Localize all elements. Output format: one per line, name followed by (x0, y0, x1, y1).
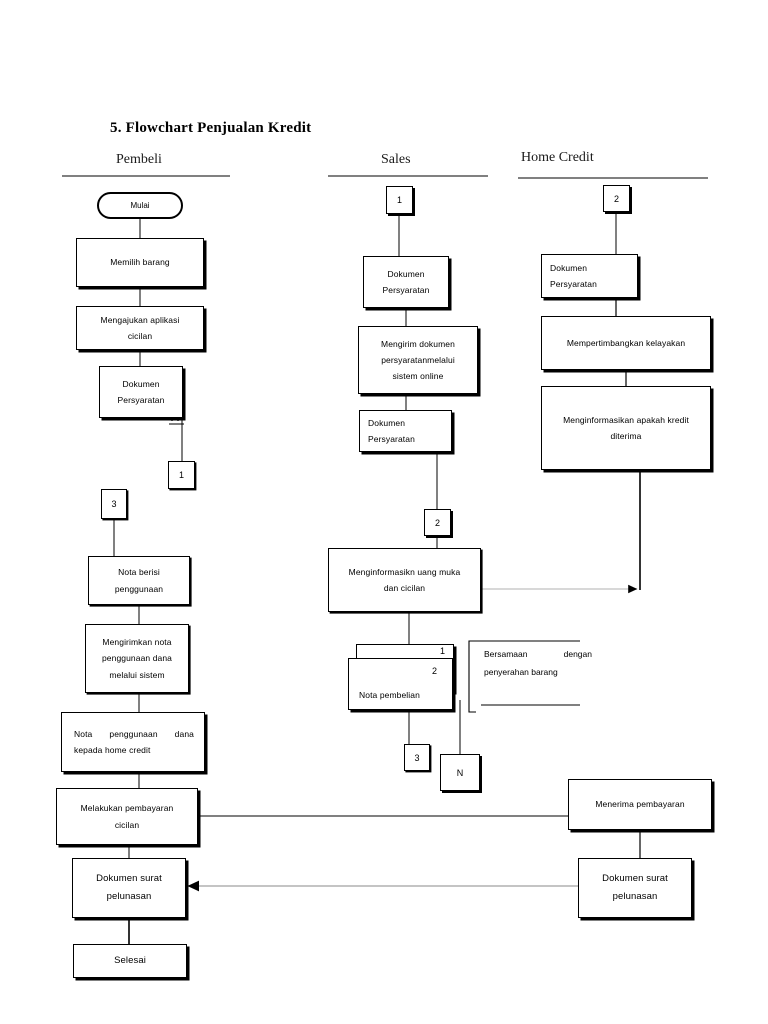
node-dokumen-persyaratan-pembeli[interactable]: Dokumen Persyaratan (99, 366, 183, 418)
note-bracket (468, 640, 476, 713)
annotation-line1: Bersamaan dengan (484, 646, 592, 664)
connector-n-sales[interactable]: N (440, 754, 480, 791)
node-mulai-label: Mulai (130, 201, 150, 210)
node-melakukan-pembayaran-cicilan[interactable]: Melakukan pembayaran cicilan (56, 788, 198, 845)
node-nota-pembelian-label: Nota pembelian (359, 689, 420, 700)
annotation-word1: Bersamaan (484, 649, 528, 659)
node-menerima-pembayaran-label: Menerima pembayaran (595, 799, 685, 810)
node-nota-kepada-word1: Nota (74, 728, 93, 739)
node-menginformasikn-line2: dan cicilan (383, 583, 426, 593)
node-mengirimkan-line1: Mengirimkan nota (102, 637, 172, 648)
node-melakukan-line2: cicilan (114, 819, 140, 830)
node-selesai[interactable]: Selesai (73, 944, 187, 978)
node-mengajukan-line1: Mengajukan aplikasi (100, 314, 180, 325)
node-mempertimbangkan-kelayakan[interactable]: Mempertimbangkan kelayakan (541, 316, 711, 370)
page-title: 5. Flowchart Penjualan Kredit (110, 120, 312, 136)
node-nota-kepada-line1: Nota penggunaan dana (74, 726, 194, 742)
node-mengajukan-aplikasi-cicilan[interactable]: Mengajukan aplikasi cicilan (76, 306, 204, 350)
connector-2-sales-label: 2 (434, 517, 440, 528)
node-memilih-barang[interactable]: Memilih barang (76, 238, 204, 287)
node-memilih-barang-label: Memilih barang (110, 257, 170, 268)
column-header-home-credit: Home Credit (521, 150, 594, 165)
nota-pembelian-sheet-2-number: 2 (432, 666, 438, 676)
node-nota-berisi-penggunaan[interactable]: Nota berisi penggunaan (88, 556, 190, 605)
node-nota-kepada-word2: penggunaan (109, 728, 158, 739)
node-mengirim-line3: sistem online (392, 371, 444, 382)
node-dokumen-hc-line2: Persyaratan (550, 279, 597, 289)
node-nota-pembelian[interactable]: Nota pembelian (348, 658, 453, 710)
node-selesai-label: Selesai (114, 954, 146, 966)
node-dokumen-pembeli-line2: Persyaratan (117, 395, 165, 405)
column-header-sales: Sales (381, 152, 411, 167)
node-menerima-pembayaran[interactable]: Menerima pembayaran (568, 779, 712, 830)
annotation-bersamaan-penyerahan-barang: Bersamaan dengan penyerahan barang (476, 641, 592, 705)
annotation-word2: dengan (563, 649, 592, 659)
node-dokumen-surat-pembeli-line2: pelunasan (106, 891, 152, 902)
node-mengirim-line2: persyaratanmelalui (381, 354, 455, 365)
connector-3-sales-label: 3 (414, 752, 420, 763)
node-dokumen-sales-line2: Persyaratan (382, 285, 430, 295)
node-mempertimbangkan-label: Mempertimbangkan kelayakan (566, 337, 686, 348)
connector-1-sales-label: 1 (396, 195, 402, 205)
node-melakukan-line1: Melakukan pembayaran (80, 803, 174, 814)
annotation-line2: penyerahan barang (484, 666, 558, 677)
node-dokumen-pembeli-line1: Dokumen (122, 378, 160, 389)
connector-2-home-credit-label: 2 (613, 193, 619, 204)
node-mengirimkan-line2: penggunaan dana (101, 653, 173, 664)
node-nota-berisi-line1: Nota berisi (118, 567, 160, 578)
connector-1-pembeli-label: 1 (178, 470, 184, 480)
connector-3-pembeli-label: 3 (111, 499, 117, 509)
node-menginformasikn-uang-muka[interactable]: Menginformasikn uang muka dan cicilan (328, 548, 481, 612)
connector-3-sales[interactable]: 3 (404, 744, 430, 771)
node-dokumen-persyaratan-home-credit[interactable]: Dokumen Persyaratan (541, 254, 638, 298)
node-menginformasikan-line2: diterima (610, 431, 642, 441)
connector-2-home-credit[interactable]: 2 (603, 185, 630, 212)
node-menginformasikan-apakah-kredit-diterima[interactable]: Menginformasikan apakah kredit diterima (541, 386, 711, 470)
column-header-pembeli: Pembeli (116, 152, 162, 167)
connector-3-pembeli[interactable]: 3 (101, 489, 127, 519)
node-mengajukan-line2: cicilan (127, 331, 153, 341)
connector-1-sales[interactable]: 1 (386, 186, 413, 214)
node-mulai[interactable]: Mulai (97, 192, 183, 219)
node-menginformasikn-line1: Menginformasikn uang muka (348, 566, 461, 577)
node-dokumen-sales2-line1: Dokumen (368, 417, 406, 428)
node-mengirimkan-line3: melalui sistem (109, 669, 165, 680)
node-nota-penggunaan-dana-home-credit[interactable]: Nota penggunaan dana kepada home credit (61, 712, 205, 772)
connector-1-pembeli[interactable]: 1 (168, 461, 195, 489)
node-dokumen-persyaratan-sales-2[interactable]: Dokumen Persyaratan (359, 410, 452, 452)
connector-2-sales[interactable]: 2 (424, 509, 451, 536)
node-dokumen-surat-pelunasan-home-credit[interactable]: Dokumen surat pelunasan (578, 858, 692, 918)
node-nota-kepada-word3: dana (174, 728, 194, 739)
node-nota-kepada-line2: kepada home credit (74, 745, 151, 755)
node-nota-berisi-line2: penggunaan (114, 583, 164, 594)
nota-pembelian-sheet-1-number: 1 (440, 646, 446, 656)
node-dokumen-surat-pelunasan-pembeli[interactable]: Dokumen surat pelunasan (72, 858, 186, 918)
node-dokumen-surat-hc-line2: pelunasan (612, 891, 658, 902)
node-dokumen-hc-line1: Dokumen (550, 262, 588, 273)
node-dokumen-persyaratan-sales[interactable]: Dokumen Persyaratan (363, 256, 449, 308)
node-mengirimkan-nota-penggunaan[interactable]: Mengirimkan nota penggunaan dana melalui… (85, 624, 189, 693)
node-mengirim-line1: Mengirim dokumen (381, 338, 455, 349)
node-dokumen-sales-line1: Dokumen (387, 268, 425, 279)
node-menginformasikan-line1: Menginformasikan apakah kredit (563, 414, 689, 425)
node-dokumen-sales2-line2: Persyaratan (368, 434, 415, 444)
node-mengirim-dokumen-persyaratan[interactable]: Mengirim dokumen persyaratanmelalui sist… (358, 326, 478, 394)
connector-n-sales-label: N (456, 767, 464, 778)
node-dokumen-surat-hc-line1: Dokumen surat (602, 872, 668, 884)
node-dokumen-surat-pembeli-line1: Dokumen surat (96, 872, 162, 884)
